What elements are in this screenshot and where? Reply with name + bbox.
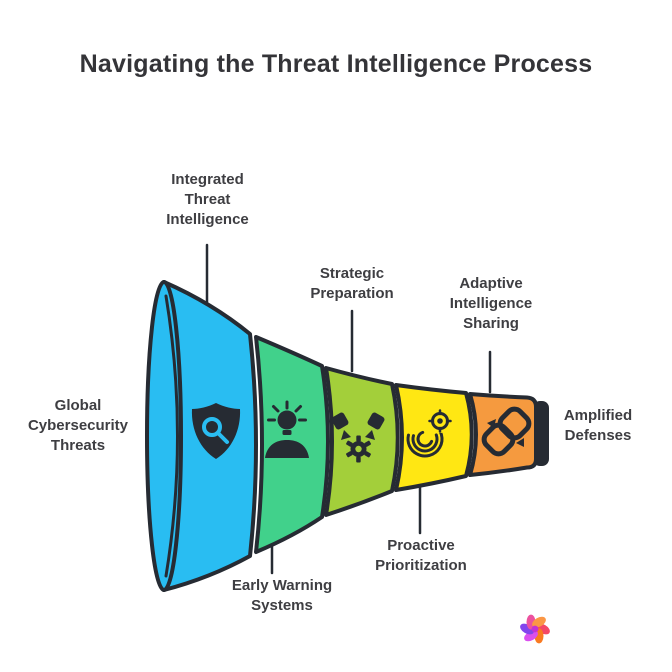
funnel-bell-inner-rim: [164, 294, 179, 578]
chain-arrow-right: [516, 438, 524, 447]
collab-wedge-left: [341, 430, 351, 440]
label-line: Preparation: [310, 284, 394, 302]
magnifier-lens: [202, 417, 222, 437]
label-line: Prioritization: [375, 556, 467, 574]
label-line: Strategic: [319, 265, 385, 282]
label-line: Defenses: [564, 426, 632, 444]
label-line: Threats: [50, 436, 106, 454]
label-line: Proactive: [387, 537, 455, 554]
chain-link-upper: [497, 406, 532, 441]
collab-block-left: [331, 412, 349, 430]
shield-shape: [191, 403, 241, 459]
collab-block-right: [367, 412, 385, 430]
person-shoulders: [265, 440, 309, 458]
label-line: Early Warning: [231, 577, 333, 594]
funnel-stage-threat-targeting: [394, 383, 474, 492]
target-ticks: [428, 409, 452, 433]
label-line: Integrated: [171, 171, 244, 188]
label-line: Sharing: [463, 314, 519, 332]
idea-bulb: [277, 410, 297, 430]
funnel-bell-rim: [145, 280, 183, 592]
brand-pinwheel-logo: [520, 614, 550, 644]
label-global-cybersecurity-threats: Global Cybersecurity Threats: [12, 396, 144, 455]
gear: [346, 435, 371, 463]
funnel-stage-threat-processing: [324, 366, 400, 517]
shield-search-icon: [191, 403, 241, 459]
label-integrated-threat-intelligence: Integrated Threat Intelligence: [130, 170, 285, 229]
fingerprint-target-icon: [406, 409, 452, 458]
label-line: Amplified: [563, 407, 633, 424]
target-dot: [437, 418, 443, 424]
funnel-stage-threat-integration: [468, 392, 538, 477]
label-line: Cybersecurity: [27, 416, 129, 434]
page-title: Navigating the Threat Intelligence Proce…: [79, 50, 593, 78]
label-proactive-prioritization: Proactive Prioritization: [345, 536, 497, 576]
label-line: Adaptive: [459, 275, 523, 292]
label-line: Systems: [251, 596, 313, 614]
magnifier-handle: [216, 431, 229, 444]
label-amplified-defenses: Amplified Defenses: [548, 406, 648, 446]
label-strategic-preparation: Strategic Preparation: [277, 264, 427, 304]
label-adaptive-intelligence-sharing: Adaptive Intelligence Sharing: [415, 274, 567, 333]
label-line: Intelligence: [449, 294, 533, 312]
linked-chain-icon: [481, 406, 532, 457]
label-line: Global: [54, 397, 102, 414]
label-line: Intelligence: [166, 210, 249, 228]
label-line: Threat: [184, 190, 231, 208]
label-early-warning-systems: Early Warning Systems: [198, 576, 366, 616]
idea-rays: [267, 400, 307, 422]
gear-hole: [355, 445, 362, 453]
collaboration-gear-icon: [331, 412, 385, 463]
bulb-base: [282, 430, 292, 435]
collab-wedge-right: [365, 430, 375, 440]
chain-arrow-left: [487, 419, 496, 428]
analyst-idea-icon: [265, 400, 309, 458]
